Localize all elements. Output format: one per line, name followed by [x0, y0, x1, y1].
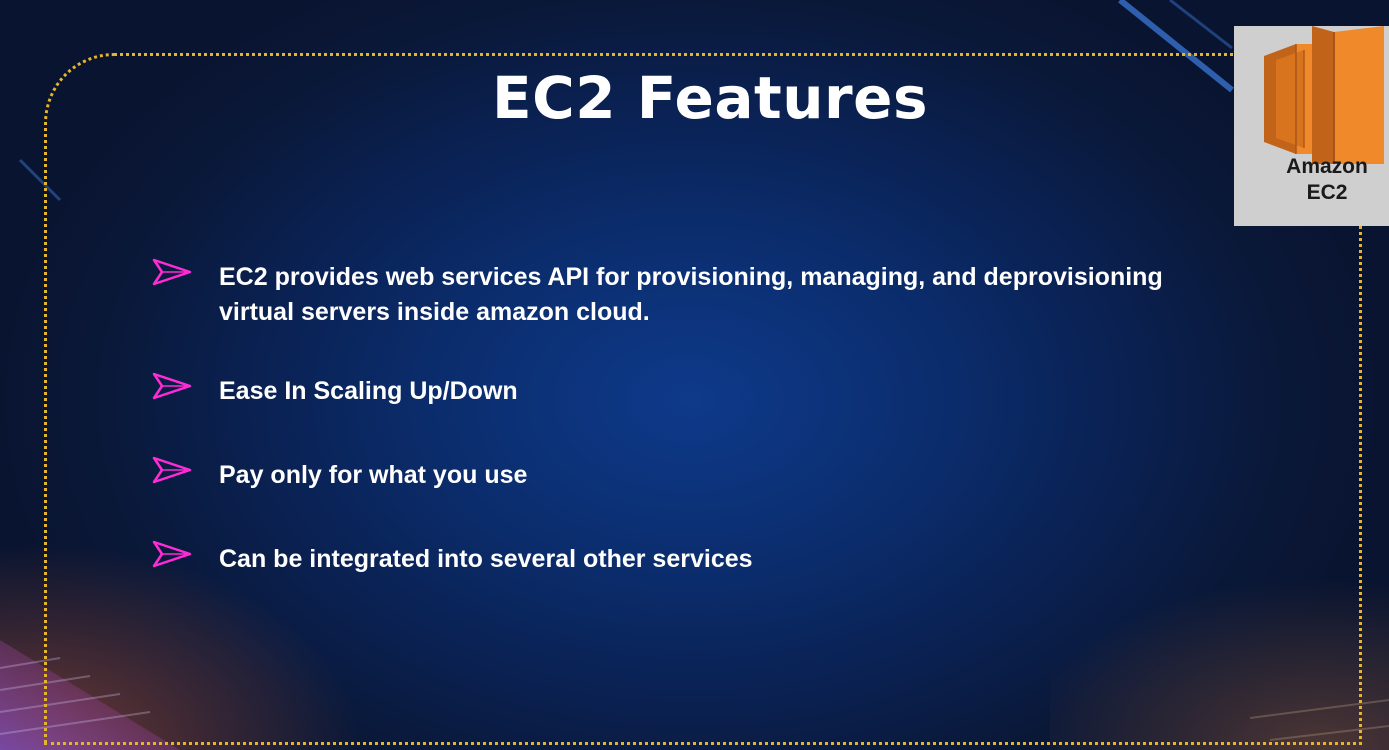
ec2-logo-icon: [1264, 26, 1384, 164]
arrowhead-bullet-icon: [152, 258, 192, 286]
dotted-frame-bottom: [44, 742, 1362, 745]
dotted-frame: [44, 53, 1362, 745]
list-item-text: Can be integrated into several other ser…: [219, 545, 753, 573]
list-item-text: Pay only for what you use: [219, 461, 528, 489]
arrowhead-bullet-icon: [152, 456, 192, 484]
arrowhead-bullet-icon: [152, 372, 192, 400]
logo-text-amazon: Amazon: [1286, 155, 1368, 178]
list-item-text: EC2 provides web services API for provis…: [219, 263, 1163, 326]
slide-title: EC2 Features: [492, 64, 928, 132]
diagonal-streaks: [18, 0, 1234, 202]
dotted-frame-right: [1359, 226, 1362, 745]
arrowhead-bullet-icon: [152, 540, 192, 568]
logo-text-ec2: EC2: [1306, 181, 1348, 204]
list-item-text: Ease In Scaling Up/Down: [219, 377, 518, 405]
amazon-ec2-logo: Amazon EC2: [1234, 26, 1389, 226]
